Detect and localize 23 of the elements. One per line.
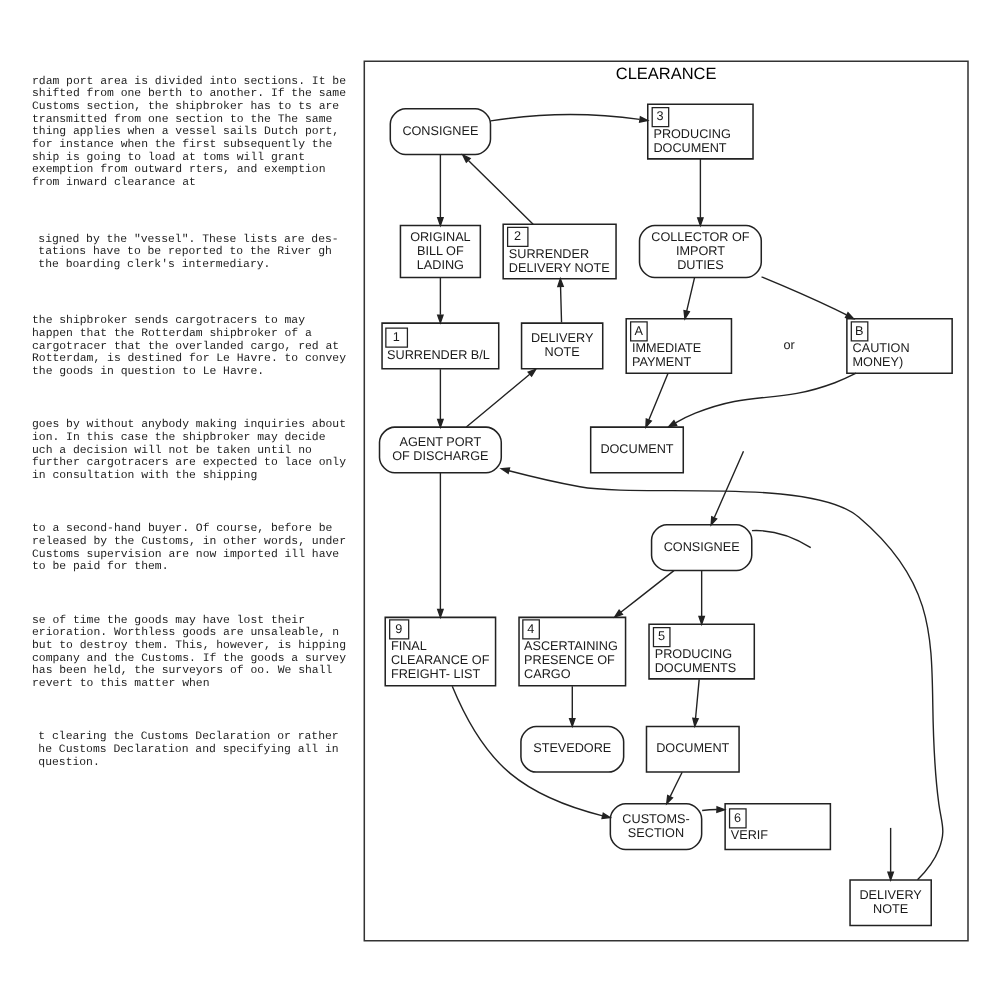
arrow xyxy=(451,684,613,819)
arrow xyxy=(489,112,650,122)
arrow xyxy=(436,153,445,227)
arrow xyxy=(696,157,705,227)
arrow xyxy=(436,471,445,619)
arrow xyxy=(568,684,576,728)
connector xyxy=(751,528,812,548)
arrow xyxy=(666,371,857,427)
arrow xyxy=(465,366,538,427)
arrow xyxy=(887,826,895,881)
arrow xyxy=(436,276,445,324)
arrow xyxy=(556,275,565,323)
arrow xyxy=(613,568,675,618)
arrow xyxy=(499,466,944,880)
arrow xyxy=(691,677,700,728)
arrow xyxy=(436,367,445,429)
arrow xyxy=(683,276,696,320)
arrow xyxy=(461,152,534,224)
arrow xyxy=(710,449,745,526)
arrow xyxy=(698,569,706,626)
arrow xyxy=(665,770,683,805)
arrow xyxy=(760,275,856,319)
arrow xyxy=(645,371,669,429)
